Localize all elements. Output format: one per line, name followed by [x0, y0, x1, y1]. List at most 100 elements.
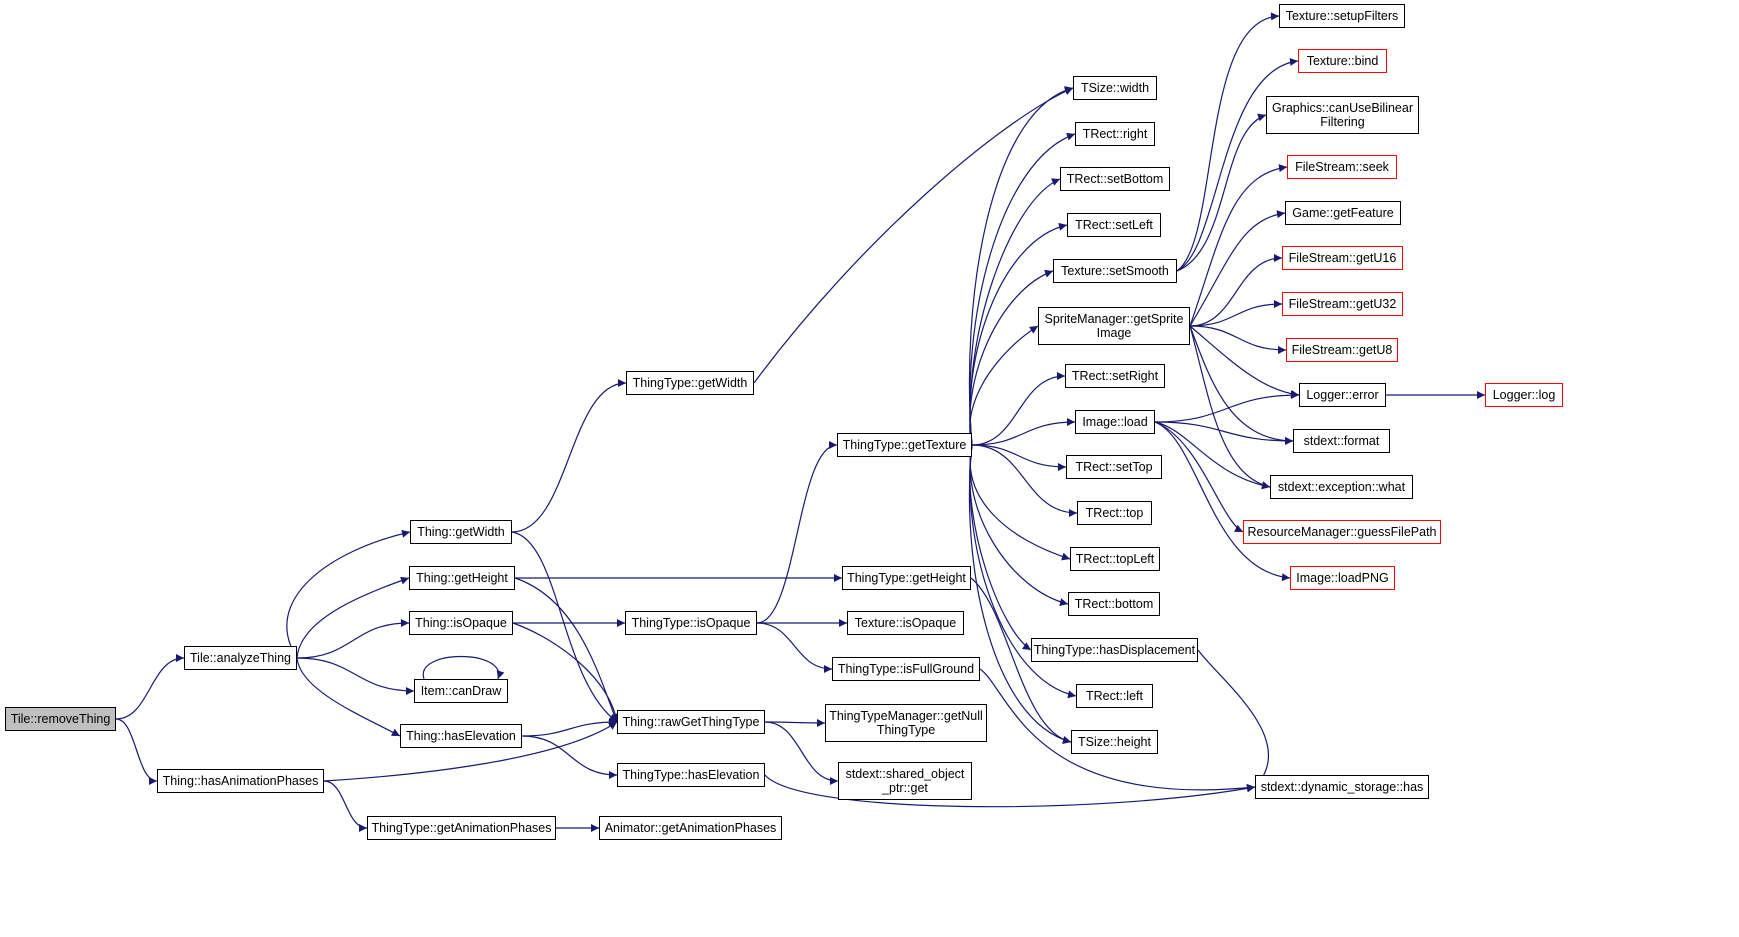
node-trect-set-top[interactable]: TRect::setTop — [1066, 455, 1162, 479]
edge-thingGetWidth-to-rawGetThingType — [511, 531, 618, 723]
edge-spriteGetImage-to-fsGetU16 — [1189, 254, 1283, 327]
node-thing-get-width[interactable]: Thing::getWidth — [410, 520, 512, 544]
edge-ttGetTexture-to-tsizeHeight — [968, 444, 1072, 744]
node-tt-is-full-ground[interactable]: ThingType::isFullGround — [832, 657, 980, 681]
edge-rawGetThingType-to-ttmGetNull — [764, 718, 826, 727]
edge-ttGetTexture-to-trectTopLeft — [969, 444, 1071, 561]
edge-ttGetTexture-to-trectSetTop — [971, 444, 1067, 471]
node-tsize-width[interactable]: TSize::width — [1073, 76, 1157, 100]
edge-thingHasElevation-to-ttHasElevation — [521, 735, 618, 779]
node-tsize-height[interactable]: TSize::height — [1071, 730, 1158, 754]
edge-spriteGetImage-to-fsGetU32 — [1189, 300, 1283, 327]
node-sprite-get-image[interactable]: SpriteManager::getSprite Image — [1038, 307, 1190, 345]
edge-imageLoad-to-imageLoadPNG — [1154, 421, 1291, 582]
node-trect-top-left[interactable]: TRect::topLeft — [1070, 547, 1160, 571]
node-trect-right[interactable]: TRect::right — [1075, 122, 1155, 146]
edge-analyzeThing-to-itemCanDraw — [296, 657, 415, 695]
node-thing-has-elevation[interactable]: Thing::hasElevation — [400, 724, 522, 748]
node-fs-get-u8[interactable]: FileStream::getU8 — [1286, 338, 1398, 362]
node-anim-get-phases[interactable]: Animator::getAnimationPhases — [599, 816, 782, 840]
node-tex-is-opaque[interactable]: Texture::isOpaque — [847, 611, 964, 635]
node-tt-has-displacement[interactable]: ThingType::hasDisplacement — [1031, 638, 1198, 662]
node-fs-get-u32[interactable]: FileStream::getU32 — [1282, 292, 1403, 316]
edge-ttGetTexture-to-spriteGetImage — [969, 325, 1039, 446]
edge-texSetSmooth-to-texSetupFilters — [1176, 12, 1280, 272]
node-image-load-png[interactable]: Image::loadPNG — [1290, 566, 1395, 590]
edge-removeThing-to-analyzeThing — [115, 654, 185, 720]
edge-ttGetTexture-to-imageLoad — [971, 418, 1076, 446]
node-trect-top[interactable]: TRect::top — [1077, 501, 1152, 525]
node-logger-error[interactable]: Logger::error — [1299, 383, 1386, 407]
edge-spriteGetImage-to-exceptionWhat — [1189, 325, 1271, 490]
node-dyn-storage-has[interactable]: stdext::dynamic_storage::has — [1255, 775, 1429, 799]
edge-spriteGetImage-to-loggerError — [1189, 325, 1300, 398]
node-raw-get-thing-type[interactable]: Thing::rawGetThingType — [617, 710, 765, 734]
node-ttm-get-null[interactable]: ThingTypeManager::getNull ThingType — [825, 704, 987, 742]
node-trect-set-bottom[interactable]: TRect::setBottom — [1060, 167, 1170, 191]
node-tex-setup-filters[interactable]: Texture::setupFilters — [1279, 4, 1405, 28]
node-item-can-draw[interactable]: Item::canDraw — [414, 679, 508, 703]
edge-imageLoad-to-loggerError — [1154, 391, 1300, 423]
node-res-guess-path[interactable]: ResourceManager::guessFilePath — [1243, 520, 1441, 544]
edge-spriteGetImage-to-gameGetFeature — [1189, 210, 1286, 327]
node-tt-has-elevation[interactable]: ThingType::hasElevation — [617, 763, 765, 787]
edge-ttHasDisplacement-to-dynStorageHas — [1197, 649, 1270, 788]
node-fs-seek[interactable]: FileStream::seek — [1287, 155, 1397, 179]
edge-ttGetWidth-to-tsizeWidth — [753, 87, 1074, 384]
edge-ttIsOpaque-to-ttIsFullGround — [756, 622, 833, 673]
node-thing-is-opaque[interactable]: Thing::isOpaque — [409, 611, 513, 635]
edge-ttGetTexture-to-texSetSmooth — [969, 269, 1054, 446]
node-shared-ptr-get[interactable]: stdext::shared_object _ptr::get — [838, 762, 972, 800]
edge-thingGetHeight-to-rawGetThingType — [514, 577, 618, 723]
node-has-anim-phases[interactable]: Thing::hasAnimationPhases — [157, 769, 324, 793]
node-tt-get-texture[interactable]: ThingType::getTexture — [837, 433, 972, 457]
node-game-get-feature[interactable]: Game::getFeature — [1285, 201, 1401, 225]
edge-analyzeThing-to-thingIsOpaque — [296, 619, 410, 659]
node-tt-get-height[interactable]: ThingType::getHeight — [842, 566, 971, 590]
node-trect-set-left[interactable]: TRect::setLeft — [1067, 213, 1161, 237]
node-tex-bind[interactable]: Texture::bind — [1298, 49, 1387, 73]
node-image-load[interactable]: Image::load — [1075, 410, 1155, 434]
edge-analyzeThing-to-thingGetWidth — [286, 529, 411, 659]
node-trect-left[interactable]: TRect::left — [1076, 684, 1153, 708]
edge-imageLoad-to-stdextFormat — [1154, 421, 1294, 445]
edge-spriteGetImage-to-stdextFormat — [1189, 325, 1294, 445]
node-tex-set-smooth[interactable]: Texture::setSmooth — [1053, 259, 1177, 283]
edge-ttGetHeight-to-tsizeHeight — [970, 577, 1072, 745]
edge-thingHasElevation-to-rawGetThingType — [521, 718, 618, 737]
edge-texSetSmooth-to-texBind — [1176, 57, 1299, 272]
edge-spriteGetImage-to-fsGetU8 — [1189, 325, 1287, 354]
edge-texSetSmooth-to-gfxCanUseBilinear — [1176, 113, 1267, 272]
edge-imageLoad-to-exceptionWhat — [1154, 421, 1271, 490]
node-tt-get-width[interactable]: ThingType::getWidth — [626, 371, 754, 395]
node-tt-is-opaque[interactable]: ThingType::isOpaque — [625, 611, 757, 635]
node-trect-set-right[interactable]: TRect::setRight — [1065, 364, 1165, 388]
node-logger-log[interactable]: Logger::log — [1485, 383, 1563, 407]
edge-thingGetWidth-to-ttGetWidth — [511, 379, 627, 533]
edge-hasAnimPhases-to-ttGetAnimPhases — [323, 780, 368, 832]
node-analyze-thing[interactable]: Tile::analyzeThing — [184, 646, 297, 670]
call-edges — [115, 12, 1485, 832]
node-remove-thing: Tile::removeThing — [5, 707, 116, 731]
edge-ttGetTexture-to-trectSetRight — [971, 372, 1066, 446]
edge-imageLoad-to-resGuessPath — [1154, 421, 1244, 533]
edge-spriteGetImage-to-fsSeek — [1189, 164, 1288, 327]
edge-hasAnimPhases-to-rawGetThingType — [323, 721, 618, 782]
edge-rawGetThingType-to-sharedPtrGet — [764, 721, 839, 785]
edge-ttIsOpaque-to-ttGetTexture — [756, 441, 838, 624]
node-trect-bottom[interactable]: TRect::bottom — [1068, 592, 1160, 616]
edge-itemCanDraw-to-itemCanDraw — [422, 656, 505, 680]
node-gfx-can-use-bilinear[interactable]: Graphics::canUseBilinear Filtering — [1266, 96, 1419, 134]
edge-ttIsFullGround-to-dynStorageHas — [979, 668, 1256, 792]
node-fs-get-u16[interactable]: FileStream::getU16 — [1282, 246, 1403, 270]
edge-analyzeThing-to-thingHasElevation — [296, 657, 401, 737]
edge-ttGetTexture-to-trectRight — [969, 132, 1076, 446]
node-thing-get-height[interactable]: Thing::getHeight — [409, 566, 515, 590]
node-exception-what[interactable]: stdext::exception::what — [1270, 475, 1413, 499]
edge-analyzeThing-to-thingGetHeight — [296, 576, 410, 659]
edge-thingIsOpaque-to-rawGetThingType — [512, 622, 620, 723]
edge-removeThing-to-hasAnimPhases — [115, 718, 158, 785]
node-tt-get-anim-phases[interactable]: ThingType::getAnimationPhases — [367, 816, 556, 840]
node-stdext-format[interactable]: stdext::format — [1293, 429, 1390, 453]
